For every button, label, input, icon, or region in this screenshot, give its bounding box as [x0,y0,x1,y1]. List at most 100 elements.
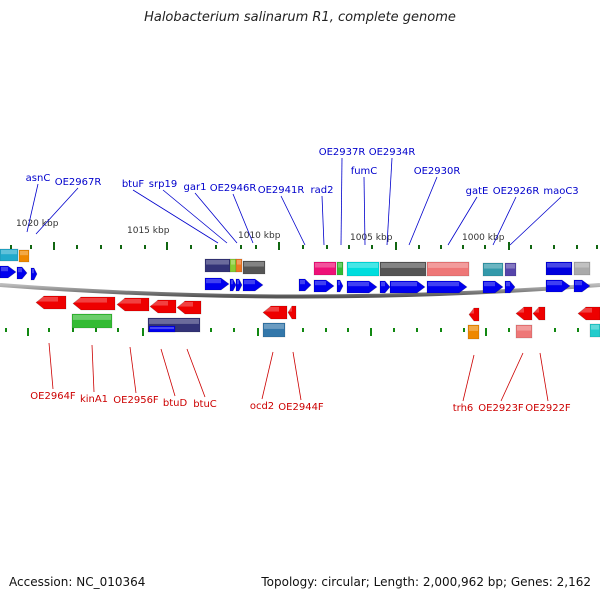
gene-label-reverse[interactable]: OE2964F [30,391,76,402]
reverse-feature-block[interactable] [148,325,176,333]
gene-label-forward[interactable]: maoC3 [543,186,578,197]
forward-feature-block[interactable] [482,262,504,277]
reverse-gene-arrow[interactable] [116,297,150,312]
reverse-gene-arrow-highlight [264,307,279,312]
reverse-feature-block[interactable] [262,322,286,338]
forward-feature-block[interactable] [336,261,344,276]
forward-gene-arrow[interactable] [30,267,38,281]
scale-tick [215,245,217,249]
scale-tick [395,242,397,250]
reverse-feature-block[interactable] [589,323,600,338]
gene-label-forward[interactable]: gar1 [184,182,207,193]
gene-label-forward[interactable]: OE2926R [493,186,540,197]
reverse-gene-arrow[interactable] [532,306,546,321]
gene-label-forward[interactable]: rad2 [311,185,334,196]
scale-tick [233,328,235,332]
scale-tick [95,328,97,332]
gene-label-forward[interactable]: asnC [26,173,51,184]
reverse-gene-arrow[interactable] [72,296,116,311]
gene-label-forward[interactable]: btuF [122,179,145,190]
label-leader-line [292,351,302,401]
forward-gene-arrow[interactable] [298,278,312,292]
gene-label-reverse[interactable]: OE2922F [525,403,571,414]
forward-gene-arrow-highlight [575,281,582,286]
forward-gene-arrow-highlight [391,282,417,287]
label-leader-line [26,183,39,233]
reverse-gene-arrow[interactable] [468,307,480,322]
forward-gene-arrow[interactable] [346,280,378,294]
forward-feature-block[interactable] [346,261,380,277]
forward-feature-block[interactable] [426,261,470,277]
forward-feature-block[interactable] [573,261,591,276]
gene-label-forward[interactable]: OE2930R [414,166,461,177]
reverse-feature-block[interactable] [467,324,480,340]
forward-gene-arrow[interactable] [545,279,571,293]
forward-feature-block-highlight [237,260,241,265]
forward-feature-block[interactable] [313,261,337,276]
gene-label-forward[interactable]: OE2934R [369,147,416,158]
gene-label-forward[interactable]: OE2946R [210,183,257,194]
scale-tick [370,328,372,336]
gene-label-reverse[interactable]: trh6 [453,403,474,414]
forward-gene-arrow-highlight [547,281,562,286]
forward-gene-arrow[interactable] [504,280,516,294]
forward-gene-arrow[interactable] [0,265,17,279]
scale-tick [255,245,257,249]
reverse-gene-arrow[interactable] [515,306,533,321]
forward-gene-arrow[interactable] [426,280,468,294]
scale-tick [393,328,395,332]
reverse-feature-block[interactable] [71,313,113,329]
forward-feature-block[interactable] [0,248,19,262]
reverse-gene-arrow[interactable] [149,299,177,314]
forward-gene-arrow[interactable] [229,278,237,292]
forward-gene-arrow[interactable] [16,266,28,280]
forward-gene-arrow[interactable] [379,280,391,294]
forward-gene-arrow[interactable] [204,277,230,291]
gene-label-forward[interactable]: fumC [351,166,378,177]
forward-gene-arrow-highlight [231,280,233,285]
forward-gene-arrow[interactable] [389,280,426,294]
forward-gene-arrow[interactable] [313,279,335,293]
scale-tick [553,245,555,249]
label-leader-line [186,348,206,398]
reverse-gene-arrow[interactable] [262,305,288,320]
gene-label-reverse[interactable]: kinA1 [80,394,108,405]
forward-gene-arrow[interactable] [242,278,264,292]
forward-feature-block[interactable] [18,249,30,263]
scale-tick [142,328,144,336]
label-leader-line [539,352,549,402]
forward-gene-arrow[interactable] [235,278,243,292]
reverse-gene-arrow[interactable] [35,295,67,310]
forward-feature-block[interactable] [235,258,243,273]
forward-feature-block[interactable] [545,261,573,276]
forward-gene-arrow[interactable] [573,279,591,293]
scale-tick [53,242,55,250]
gene-label-forward[interactable]: gatE [466,186,489,197]
gene-label-forward[interactable]: OE2941R [258,185,305,196]
label-leader-line [500,352,524,402]
gene-label-forward[interactable]: OE2937R [319,147,366,158]
gene-label-reverse[interactable]: OE2944F [278,402,324,413]
gene-label-reverse[interactable]: btuC [193,399,217,410]
reverse-feature-block[interactable] [515,324,533,339]
forward-feature-block[interactable] [379,261,427,277]
gene-label-reverse[interactable]: ocd2 [250,401,274,412]
label-leader-line [232,193,254,244]
forward-feature-block[interactable] [242,260,266,275]
gene-label-forward[interactable]: srp19 [149,179,177,190]
reverse-gene-arrow[interactable] [287,305,297,320]
scale-tick [48,328,50,332]
forward-gene-arrow-highlight [237,280,239,285]
forward-gene-arrow-highlight [484,282,495,287]
forward-gene-arrow[interactable] [336,279,344,293]
forward-feature-block-highlight [20,251,28,256]
gene-label-reverse[interactable]: btuD [163,398,188,409]
forward-feature-block[interactable] [504,262,517,277]
reverse-gene-arrow[interactable] [577,306,600,321]
reverse-gene-arrow[interactable] [176,300,202,315]
gene-label-forward[interactable]: OE2967R [55,177,102,188]
forward-gene-arrow[interactable] [482,280,504,294]
gene-label-reverse[interactable]: OE2923F [478,403,524,414]
forward-gene-arrow-highlight [300,280,305,285]
gene-label-reverse[interactable]: OE2956F [113,395,159,406]
